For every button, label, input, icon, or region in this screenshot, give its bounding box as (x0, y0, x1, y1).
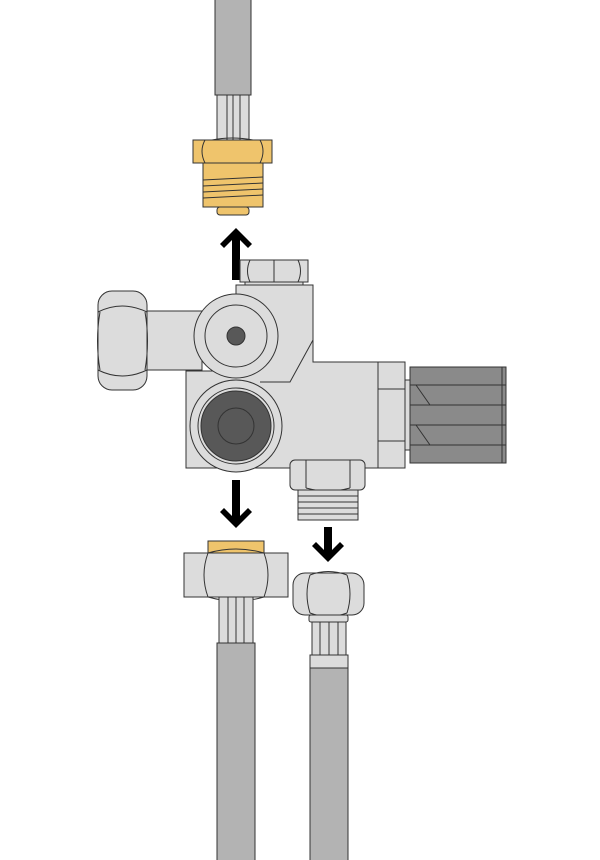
brass-tip (216, 206, 250, 216)
bottom-right-hose-assembly (292, 571, 365, 860)
bottom-left-hose (216, 642, 256, 860)
down-arrow-left-icon (220, 480, 252, 528)
bottom-left-hex-nut (183, 552, 289, 598)
down-arrow-right-icon (312, 527, 344, 562)
bottom-right-hose (309, 667, 349, 860)
right-hex-nut (377, 361, 406, 469)
top-hose-assembly (192, 0, 273, 216)
bottom-left-hose-assembly (183, 540, 289, 860)
valve-body (97, 259, 507, 521)
up-arrow-icon (220, 228, 252, 280)
bottom-outlet-nut (289, 459, 366, 491)
brass-hex-nut (192, 139, 273, 164)
upper-port-hole (226, 326, 246, 346)
bottom-outlet-thread (297, 489, 359, 521)
top-hose (214, 0, 252, 96)
adjustment-knob[interactable] (409, 366, 507, 464)
bottom-right-hex-nut (292, 572, 365, 616)
